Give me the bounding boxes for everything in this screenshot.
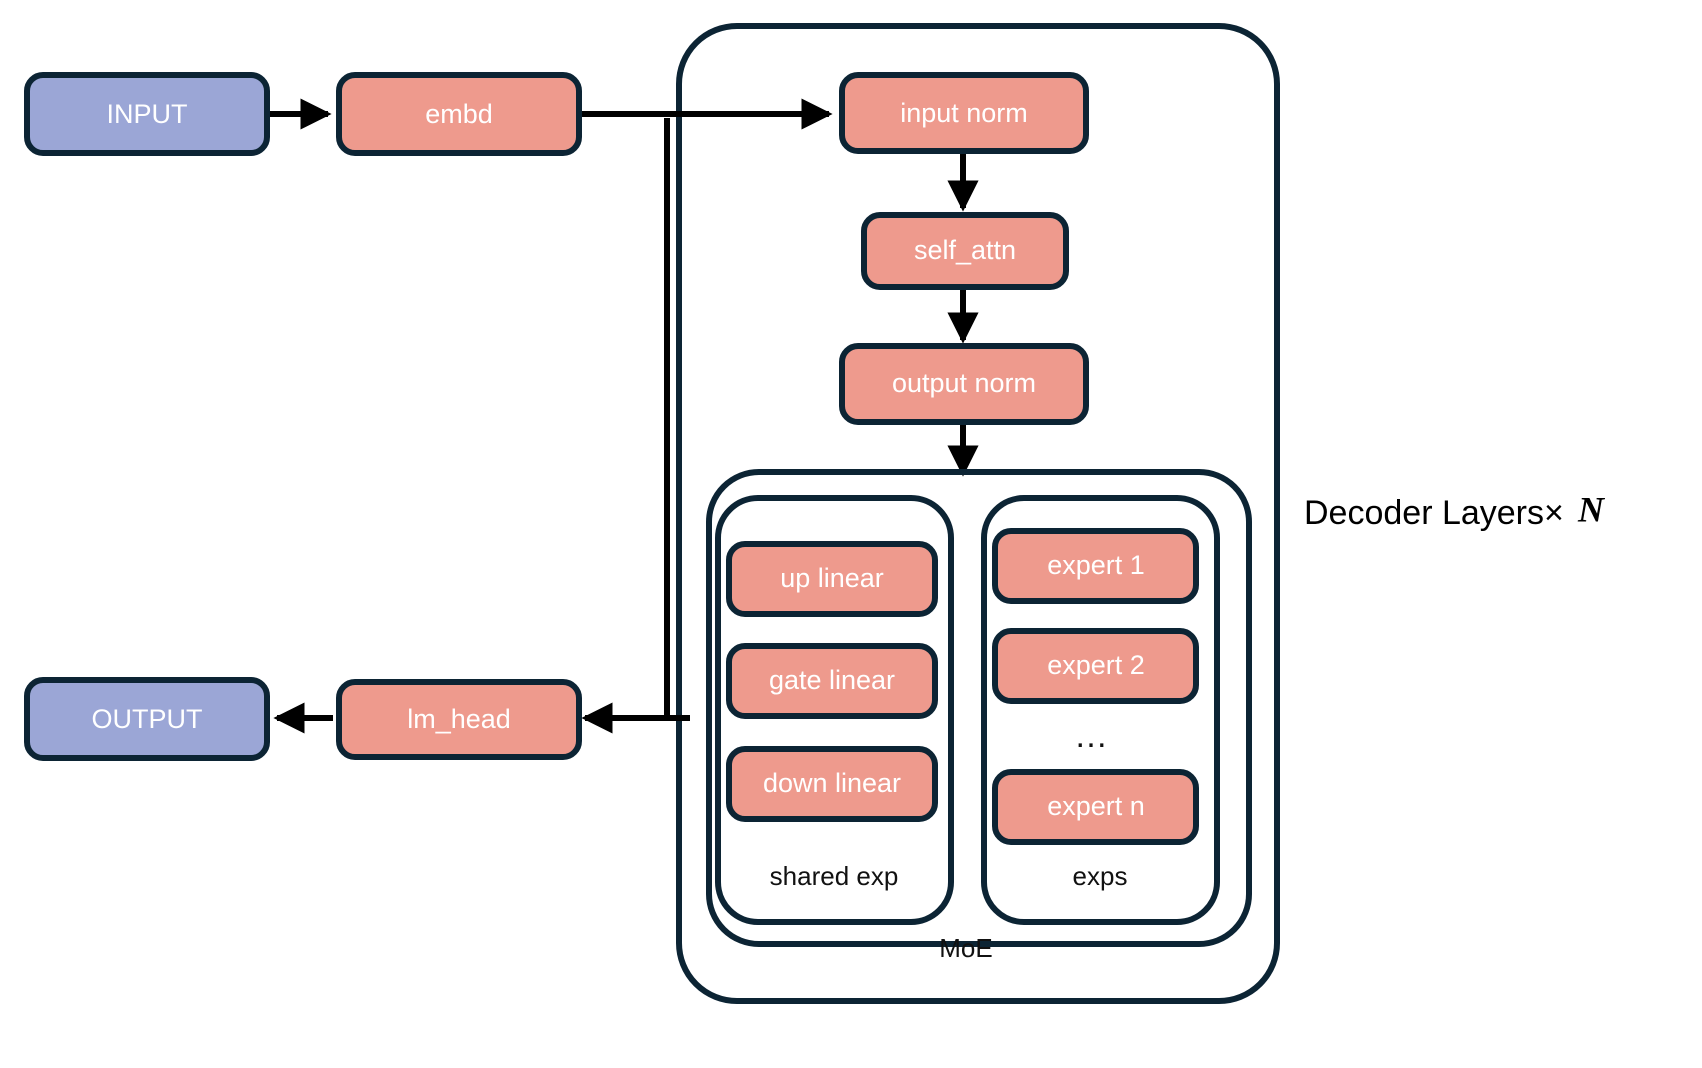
node-output-norm-rect[interactable] xyxy=(839,343,1089,425)
node-down-linear-rect[interactable] xyxy=(726,746,938,822)
shared-exp-container-label: shared exp xyxy=(770,861,899,891)
node-input-rect[interactable] xyxy=(24,72,270,156)
node-down-linear[interactable]: down linear xyxy=(726,746,938,822)
decoder-layers-annotation: Decoder Layers× N xyxy=(1304,489,1606,532)
node-output-norm[interactable]: output norm xyxy=(839,343,1089,425)
node-expert-n[interactable]: expert n xyxy=(992,769,1199,845)
node-expert-2-rect[interactable] xyxy=(992,628,1199,704)
node-embd-rect[interactable] xyxy=(336,72,582,156)
node-embd[interactable]: embd xyxy=(336,72,582,156)
decoder-layers-container xyxy=(676,23,1280,1004)
experts-ellipsis-label: … xyxy=(1074,717,1110,755)
node-lm-head[interactable]: lm_head xyxy=(336,679,582,760)
moe-container xyxy=(706,469,1252,947)
node-up-linear[interactable]: up linear xyxy=(726,541,938,617)
node-expert-n-rect[interactable] xyxy=(992,769,1199,845)
node-expert-1[interactable]: expert 1 xyxy=(992,528,1199,604)
decoder-layers-annotation-variable: N xyxy=(1577,489,1606,529)
node-output[interactable]: OUTPUT xyxy=(24,677,270,761)
node-expert-2[interactable]: expert 2 xyxy=(992,628,1199,704)
node-output-rect[interactable] xyxy=(24,677,270,761)
decoder-layers-annotation-text: Decoder Layers× xyxy=(1304,494,1564,532)
node-up-linear-rect[interactable] xyxy=(726,541,938,617)
shared-exp-container xyxy=(715,495,954,925)
node-input[interactable]: INPUT xyxy=(24,72,270,156)
node-lm-head-rect[interactable] xyxy=(336,679,582,760)
node-gate-linear[interactable]: gate linear xyxy=(726,643,938,719)
node-input-norm-rect[interactable] xyxy=(839,72,1089,154)
node-self-attn[interactable]: self_attn xyxy=(861,212,1069,290)
node-input-norm[interactable]: input norm xyxy=(839,72,1089,154)
node-gate-linear-rect[interactable] xyxy=(726,643,938,719)
node-expert-1-rect[interactable] xyxy=(992,528,1199,604)
node-self-attn-rect[interactable] xyxy=(861,212,1069,290)
exps-container xyxy=(981,495,1220,925)
exps-container-label: exps xyxy=(1073,861,1128,891)
moe-container-label: MoE xyxy=(939,933,992,963)
